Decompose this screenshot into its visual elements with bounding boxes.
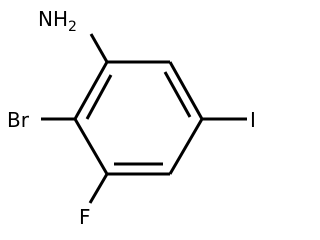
bond-to-fluorine [88,173,109,204]
amine-hydrogen-count: 2 [68,19,77,35]
ring-bond-c2-c3 [168,61,204,120]
bromine-label: Br [7,108,30,132]
structure-diagram: NH2 Br F I [7,7,256,229]
fluorine-label: F [79,205,91,229]
ring-bond-c6-c1 [73,61,109,120]
iodine-label: I [250,108,256,132]
ring-bond-c3-c4 [168,118,204,175]
ring-bond-c5-c6 [73,118,109,175]
amine-nitrogen-label: N [38,7,53,31]
double-bond-inner-top-right [163,71,192,118]
amine-hydrogen-label: H [53,7,68,31]
bond-to-amine [89,33,109,63]
amine-label: NH2 [38,7,77,35]
double-bond-inner-left [85,74,113,120]
